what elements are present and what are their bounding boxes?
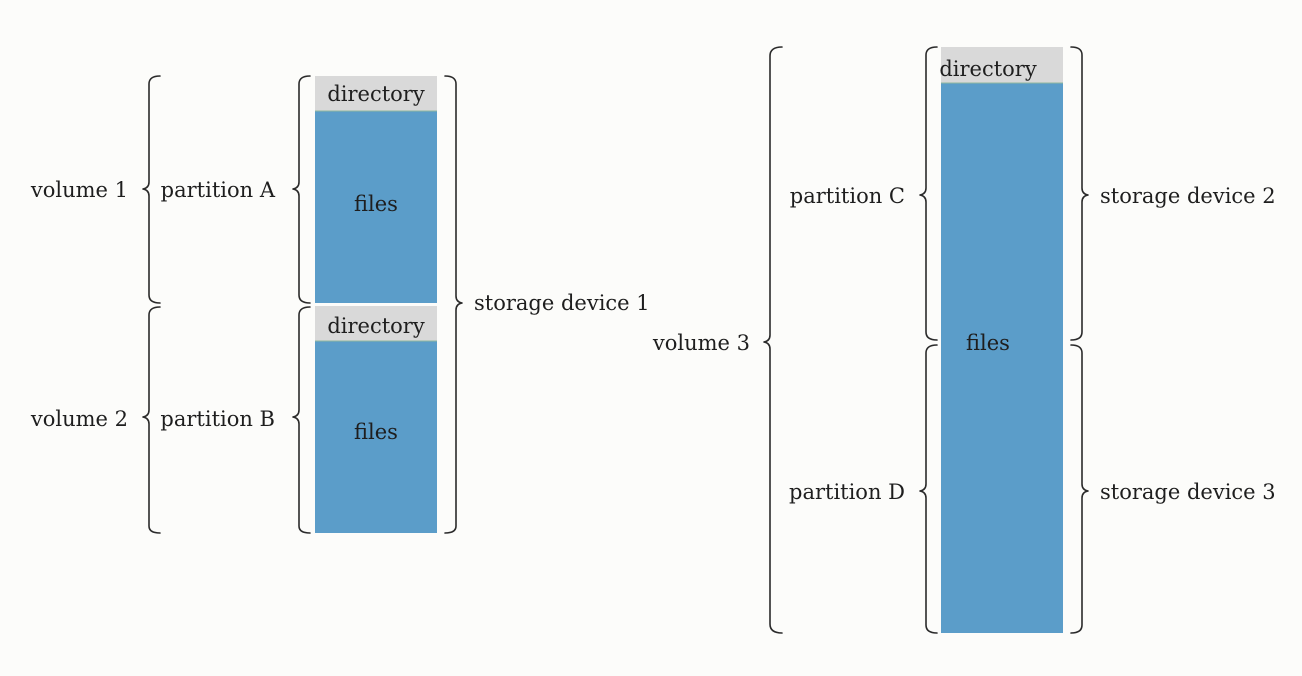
partition-c-brace [919, 46, 938, 341]
volume-2-brace [142, 306, 161, 534]
volume-2-label: volume 2 [30, 407, 128, 431]
storage-device-3-label: storage device 3 [1100, 480, 1276, 504]
storage-device-1-label: storage device 1 [474, 291, 650, 315]
files-block-a [315, 111, 437, 303]
directory-block-c [941, 47, 1063, 83]
partition-a-brace [292, 75, 311, 304]
partition-d-label: partition D [789, 480, 905, 504]
directory-block-a [315, 76, 437, 111]
files-label-b: files [354, 420, 398, 444]
files-block-c [941, 83, 1063, 633]
files-block-b [315, 341, 437, 533]
partition-d-brace [919, 344, 938, 634]
storage-device-2-label: storage device 2 [1100, 184, 1276, 208]
directory-block-b [315, 306, 437, 341]
partition-c-label: partition C [790, 184, 905, 208]
partition-b-label: partition B [160, 407, 275, 431]
storage-device-1-brace [444, 75, 463, 534]
directory-label-a: directory [327, 82, 425, 106]
files-label-c: files [966, 331, 1010, 355]
volume-1-label: volume 1 [30, 178, 128, 202]
directory-label-b: directory [327, 314, 425, 338]
volume-3-label: volume 3 [652, 331, 750, 355]
volume-3-brace [763, 46, 783, 634]
partition-a-label: partition A [161, 178, 276, 202]
directory-label-c: directory [939, 57, 1037, 81]
partition-b-brace [292, 306, 311, 534]
storage-device-2-brace [1070, 46, 1089, 341]
files-label-a: files [354, 192, 398, 216]
volume-1-brace [142, 75, 161, 304]
storage-device-3-brace [1070, 344, 1089, 634]
